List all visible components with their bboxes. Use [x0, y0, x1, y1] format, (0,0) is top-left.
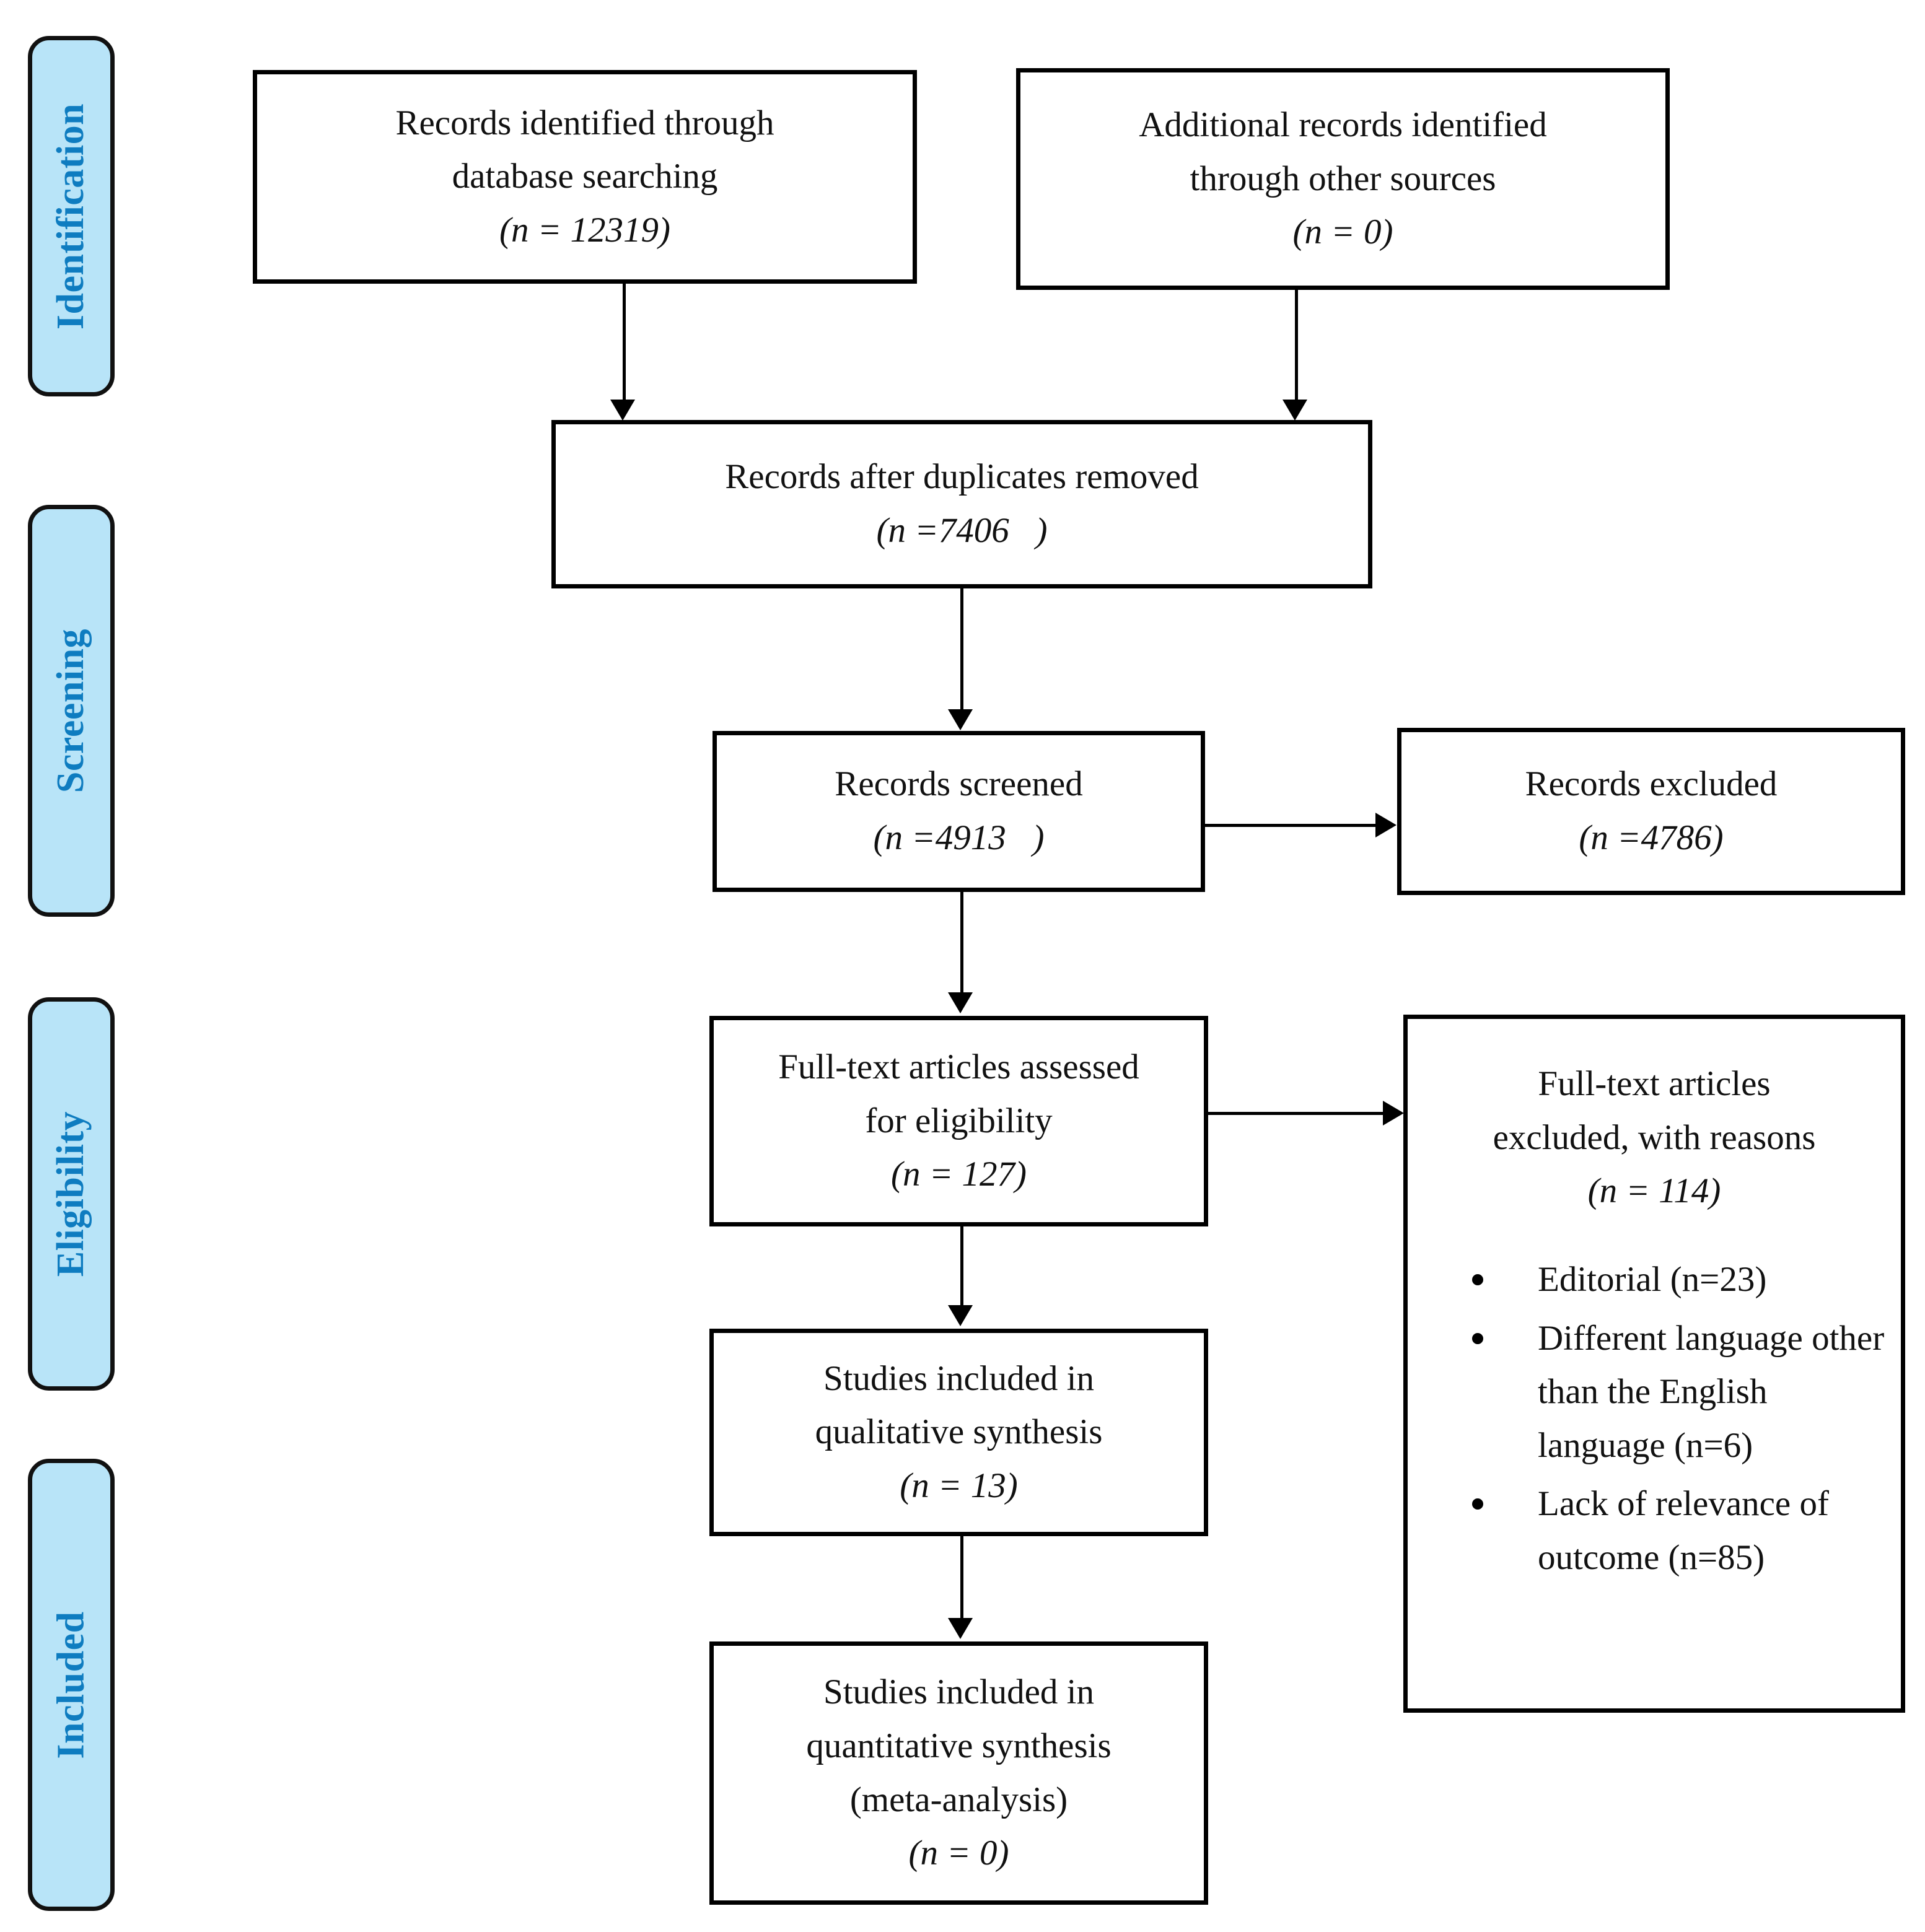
stage-pill-screening: Screening: [28, 505, 115, 917]
connector-fulltext-to-excluded-reasons: [1208, 1112, 1385, 1115]
box-fulltext-excluded-reasons: Full-text articles excluded, with reason…: [1403, 1015, 1905, 1713]
connector-screened-to-excluded: [1205, 824, 1377, 827]
box-quantitative-synthesis: Studies included in quantitative synthes…: [709, 1641, 1208, 1905]
connector-duplicates-to-screened: [960, 588, 963, 709]
box-records-screened: Records screened (n =4913 ): [713, 731, 1205, 892]
arrowhead-screened-to-fulltext: [948, 992, 973, 1013]
box-additional-records-line2: through other sources: [1190, 159, 1496, 198]
exclusion-reason-item: Editorial (n=23): [1472, 1253, 1890, 1307]
box-duplicates-removed-count: (n =7406 ): [876, 511, 1048, 550]
exclusion-reason-item: Different language other than the Englis…: [1472, 1312, 1890, 1473]
box-records-excluded-count: (n =4786): [1579, 818, 1724, 857]
arrowhead-screened-to-excluded: [1375, 813, 1397, 837]
connector-fulltext-to-qualitative: [960, 1226, 963, 1307]
box-additional-records: Additional records identified through ot…: [1016, 68, 1670, 290]
exclusion-reason-item: Lack of relevance of outcome (n=85): [1472, 1477, 1890, 1585]
arrowhead-fulltext-to-qualitative: [948, 1305, 973, 1326]
box-quantitative-synthesis-count: (n = 0): [908, 1834, 1009, 1873]
box-fulltext-excluded-count: (n = 114): [1587, 1171, 1721, 1211]
box-records-screened-count: (n =4913 ): [873, 818, 1045, 857]
connector-screened-to-fulltext: [960, 892, 963, 994]
box-duplicates-removed-line1: Records after duplicates removed: [725, 457, 1199, 497]
box-fulltext-excluded-line2: excluded, with reasons: [1493, 1117, 1816, 1157]
box-fulltext-assessed-line1: Full-text articles assessed: [778, 1047, 1139, 1087]
box-records-excluded: Records excluded (n =4786): [1397, 728, 1905, 895]
stage-pill-identification: Identification: [28, 36, 115, 396]
arrowhead-additional-to-duplicates: [1283, 400, 1307, 421]
stage-label-screening: Screening: [50, 628, 92, 793]
arrowhead-fulltext-to-excluded-reasons: [1383, 1101, 1404, 1126]
box-duplicates-removed: Records after duplicates removed (n =740…: [551, 420, 1372, 588]
box-quantitative-synthesis-line2: quantitative synthesis: [806, 1726, 1112, 1765]
exclusion-reasons-list: Editorial (n=23) Different language othe…: [1419, 1253, 1890, 1590]
box-records-screened-line1: Records screened: [835, 764, 1083, 804]
box-records-identified-line2: database searching: [452, 157, 718, 196]
box-fulltext-excluded-line1: Full-text articles: [1538, 1064, 1771, 1103]
box-records-identified: Records identified through database sear…: [253, 70, 917, 284]
box-qualitative-synthesis: Studies included in qualitative synthesi…: [709, 1329, 1208, 1536]
bullet-icon: [1472, 1274, 1483, 1285]
box-qualitative-synthesis-line2: qualitative synthesis: [815, 1412, 1103, 1452]
arrowhead-duplicates-to-screened: [948, 709, 973, 730]
box-qualitative-synthesis-count: (n = 13): [900, 1466, 1018, 1505]
stage-label-identification: Identification: [50, 103, 92, 330]
bullet-icon: [1472, 1498, 1483, 1510]
connector-identified-to-duplicates: [623, 284, 626, 415]
box-qualitative-synthesis-line1: Studies included in: [823, 1358, 1094, 1398]
arrowhead-qualitative-to-quantitative: [948, 1618, 973, 1639]
connector-qualitative-to-quantitative: [960, 1536, 963, 1620]
box-fulltext-assessed-line2: for eligibility: [865, 1101, 1053, 1140]
box-records-excluded-line1: Records excluded: [1525, 764, 1778, 804]
stage-pill-included: Included: [28, 1459, 115, 1911]
box-records-identified-line1: Records identified through: [395, 103, 774, 142]
arrowhead-identified-to-duplicates: [610, 400, 635, 421]
stage-pill-eligibility: Eligibility: [28, 997, 115, 1391]
exclusion-reason-text: Editorial (n=23): [1538, 1259, 1767, 1299]
bullet-icon: [1472, 1332, 1483, 1344]
exclusion-reason-text: Different language other than the Englis…: [1538, 1318, 1885, 1465]
box-fulltext-assessed-count: (n = 127): [891, 1155, 1027, 1194]
box-quantitative-synthesis-line1: Studies included in: [823, 1672, 1094, 1712]
box-additional-records-line1: Additional records identified: [1139, 105, 1547, 145]
box-additional-records-count: (n = 0): [1292, 212, 1393, 252]
box-quantitative-synthesis-line3: (meta-analysis): [849, 1780, 1068, 1819]
box-fulltext-excluded-header: Full-text articles excluded, with reason…: [1419, 1057, 1890, 1218]
exclusion-reason-text: Lack of relevance of outcome (n=85): [1538, 1484, 1829, 1577]
box-fulltext-assessed: Full-text articles assessed for eligibil…: [709, 1016, 1208, 1226]
box-records-identified-count: (n = 12319): [499, 210, 670, 250]
stage-label-eligibility: Eligibility: [50, 1111, 92, 1277]
stage-label-included: Included: [50, 1611, 92, 1759]
connector-additional-to-duplicates: [1295, 290, 1298, 415]
